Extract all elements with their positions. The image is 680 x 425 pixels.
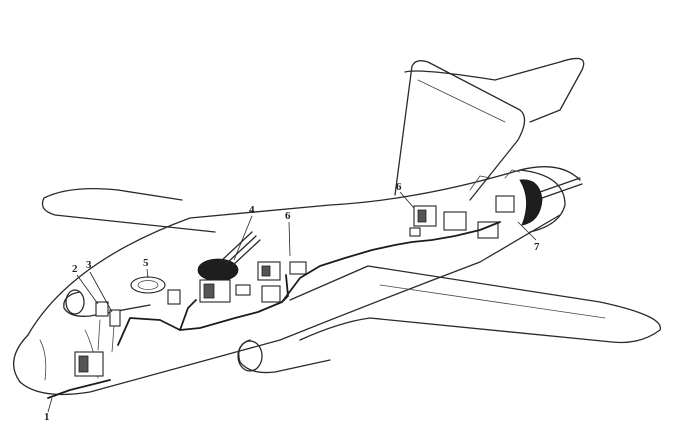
callout-6-mid: 6: [285, 210, 291, 222]
tail-turret: [519, 179, 543, 226]
equipment-2-unit: [95, 301, 109, 317]
tail-turret-guns: [539, 177, 583, 199]
wing-upper-root: [117, 189, 183, 201]
equipment-5-box: [167, 289, 181, 305]
leader-line-7: [517, 221, 537, 241]
leader-line-5: [146, 268, 149, 279]
equipment-4-turret: [197, 258, 239, 282]
engine-nacelle-lower: [238, 339, 331, 374]
vertical-fin: [394, 60, 526, 201]
nose-cone: [12, 334, 29, 383]
equipment-4-aux-box: [235, 284, 251, 296]
equipment-7-frame: [469, 169, 521, 191]
main-wiring-harness: [117, 221, 501, 346]
equipment-6-aft-panel: [417, 209, 427, 223]
horizontal-stabilizer-upper: [404, 57, 585, 123]
equipment-6-aft-box: [443, 211, 467, 231]
fuselage-top: [27, 166, 581, 336]
callout-3: 3: [86, 259, 92, 271]
equipment-1-panel: [78, 355, 89, 373]
leader-line-6a: [399, 191, 415, 209]
leader-line-4: [233, 215, 253, 261]
equipment-5-dome-inner: [137, 280, 159, 290]
wing-lower-flap: [379, 284, 606, 319]
callout-6-aft: 6: [396, 181, 402, 193]
callout-1: 1: [44, 411, 50, 423]
cockpit-frame: [39, 339, 47, 381]
leader-line-3: [89, 271, 113, 313]
leader-line-1: [47, 397, 53, 413]
tail-cone: [519, 169, 566, 233]
engine-nacelle-upper: [63, 291, 151, 317]
callout-4: 4: [249, 204, 255, 216]
callout-5: 5: [143, 257, 149, 269]
callout-7: 7: [534, 241, 540, 253]
equipment-6-mid-panel: [261, 265, 271, 277]
equipment-2-3-frame: [97, 319, 115, 353]
equipment-5-dome: [130, 276, 166, 294]
equipment-7-box: [495, 195, 515, 213]
equipment-6-mid-box-3: [289, 261, 307, 275]
equipment-4-guns: [219, 231, 261, 267]
callout-2: 2: [72, 263, 78, 275]
equipment-4-ammo: [203, 283, 215, 299]
wing-lower: [289, 265, 661, 344]
leader-line-2: [76, 274, 99, 305]
leader-line-6b: [288, 221, 291, 257]
equipment-1-cable: [47, 379, 111, 399]
engine-intake-lower: [237, 340, 263, 372]
engine-intake-upper: [65, 289, 85, 315]
equipment-6-aft-box-3: [409, 227, 421, 237]
equipment-3-unit: [109, 309, 121, 327]
secondary-wiring: [179, 274, 289, 331]
fin-inner-line: [417, 79, 506, 123]
equipment-6-mid-box-2: [261, 285, 281, 303]
wing-upper: [41, 188, 216, 233]
